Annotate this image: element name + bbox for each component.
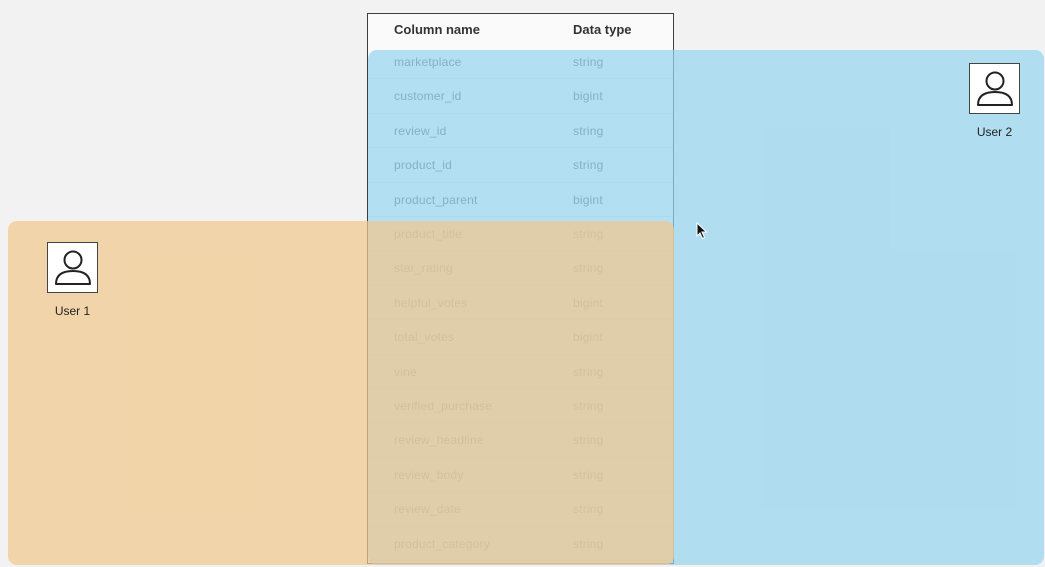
column-name-cell: vine bbox=[394, 364, 417, 379]
data-type-cell: string bbox=[573, 399, 604, 413]
user1-label: User 1 bbox=[54, 304, 91, 318]
table-row: review_headline string bbox=[368, 423, 673, 458]
data-type-cell: string bbox=[573, 467, 604, 482]
user1-card: User 1 bbox=[47, 242, 98, 318]
user2-label: User 2 bbox=[976, 125, 1013, 139]
table-row: total_votes bigint bbox=[368, 320, 673, 355]
data-type-cell: string bbox=[573, 123, 604, 138]
user2-card: User 2 bbox=[969, 63, 1020, 139]
data-type-cell: string bbox=[573, 433, 604, 448]
data-type-cell: string bbox=[573, 261, 604, 276]
table-row: product_title string bbox=[368, 217, 673, 252]
table-row: product_parent bigint bbox=[368, 183, 673, 217]
table-row: customer_id bigint bbox=[368, 79, 673, 114]
data-type-cell: bigint bbox=[573, 295, 603, 310]
user-icon bbox=[47, 242, 98, 293]
table-header: Column name Data type bbox=[368, 14, 673, 44]
column-name-cell: marketplace bbox=[394, 55, 462, 69]
table-row: marketplace string bbox=[368, 45, 673, 80]
table-row: product_category string bbox=[368, 527, 673, 561]
table-row: product_id string bbox=[368, 148, 673, 183]
data-type-header: Data type bbox=[573, 22, 632, 37]
column-name-cell: review_headline bbox=[394, 433, 484, 448]
pointer-cursor-icon bbox=[696, 221, 708, 245]
column-name-cell: review_body bbox=[394, 467, 464, 482]
column-name-cell: customer_id bbox=[394, 89, 462, 104]
table-row: review_id string bbox=[368, 114, 673, 149]
column-name-cell: review_date bbox=[394, 502, 461, 517]
data-type-cell: string bbox=[573, 536, 604, 551]
data-type-cell: bigint bbox=[573, 192, 603, 207]
column-name-cell: product_parent bbox=[394, 192, 478, 207]
data-type-cell: string bbox=[573, 55, 604, 69]
table-row: helpful_votes bigint bbox=[368, 286, 673, 321]
data-type-cell: bigint bbox=[573, 89, 603, 104]
data-type-cell: string bbox=[573, 502, 604, 517]
schema-table: Column name Data type marketplace string c… bbox=[367, 13, 674, 564]
column-name-cell: verified_purchase bbox=[394, 399, 493, 413]
table-row: verified_purchase string bbox=[368, 389, 673, 424]
data-type-cell: string bbox=[573, 158, 604, 173]
column-name-cell: star_rating bbox=[394, 261, 453, 276]
data-type-cell: string bbox=[573, 227, 604, 241]
table-row: review_body string bbox=[368, 458, 673, 493]
table-row: review_date string bbox=[368, 492, 673, 527]
column-name-cell: product_id bbox=[394, 158, 453, 173]
column-name-cell: helpful_votes bbox=[394, 295, 468, 310]
column-name-cell: product_title bbox=[394, 227, 462, 241]
user-icon bbox=[969, 63, 1020, 114]
data-type-cell: bigint bbox=[573, 330, 603, 345]
data-type-cell: string bbox=[573, 364, 604, 379]
column-name-cell: product_category bbox=[394, 536, 490, 551]
table-row: vine string bbox=[368, 355, 673, 389]
column-name-cell: review_id bbox=[394, 123, 447, 138]
column-name-header: Column name bbox=[394, 22, 480, 37]
table-row: star_rating string bbox=[368, 251, 673, 286]
column-name-cell: total_votes bbox=[394, 330, 455, 345]
